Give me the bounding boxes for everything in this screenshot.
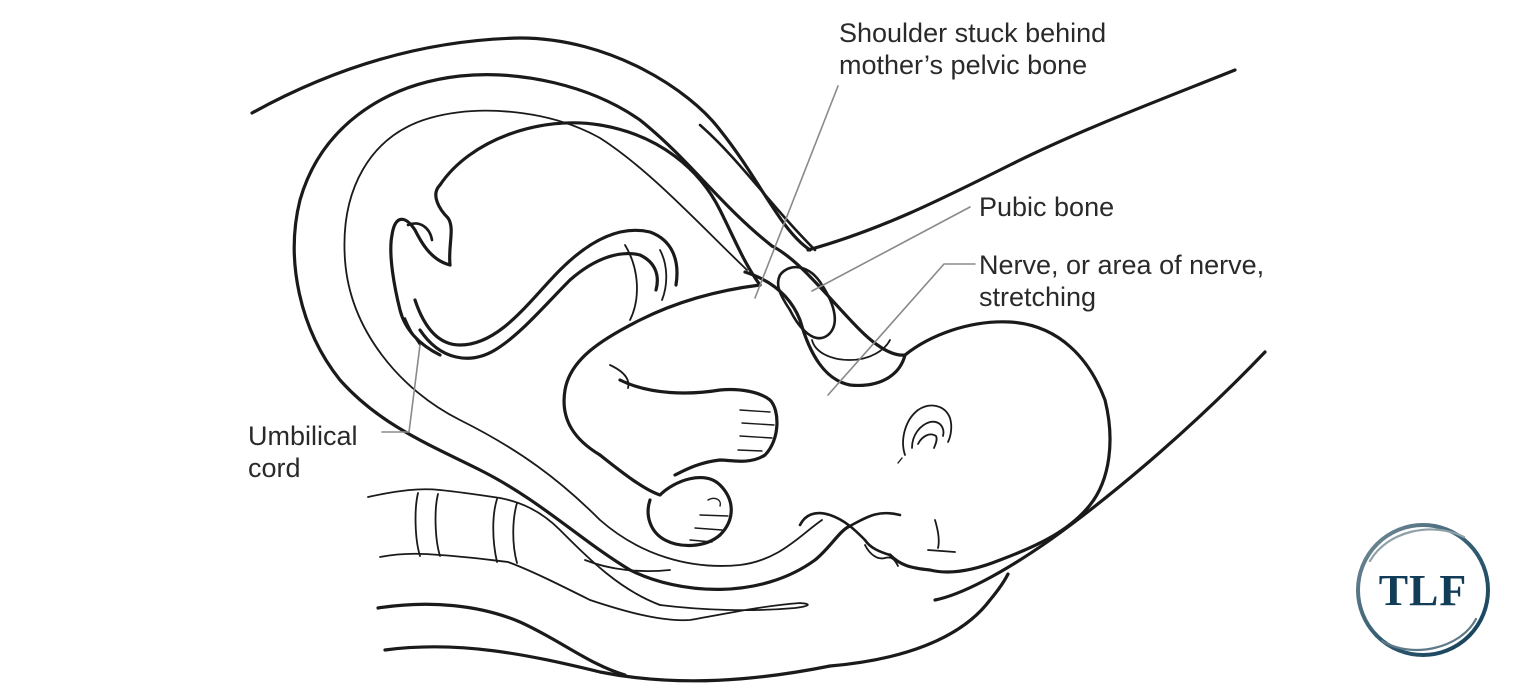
logo-ring-icon — [1356, 523, 1490, 657]
label-shoulder-line1: Shoulder stuck behind — [839, 18, 1107, 48]
label-nerve-line1: Nerve, or area of nerve, — [979, 250, 1265, 280]
label-cord-line2: cord — [248, 453, 301, 483]
leader-nerve — [827, 263, 976, 396]
label-nerve-line2: stretching — [979, 282, 1097, 312]
pubic-bone — [743, 244, 907, 388]
logo-text: TLF — [1378, 565, 1468, 615]
label-nerve-stretching: Nerve, or area of nerve, stretching — [979, 249, 1264, 313]
umbilical-cord — [404, 228, 679, 360]
label-pubic-bone: Pubic bone — [979, 191, 1114, 223]
leader-shoulder — [754, 85, 839, 299]
label-umbilical-cord: Umbilical cord — [248, 420, 358, 484]
leader-umbilical-cord — [381, 344, 421, 433]
mother-spine — [367, 488, 809, 622]
label-shoulder-stuck: Shoulder stuck behind mother’s pelvic bo… — [839, 17, 1106, 81]
tlf-logo: TLF — [1352, 519, 1494, 661]
label-shoulder-line2: mother’s pelvic bone — [839, 50, 1088, 80]
uterus-wall — [292, 73, 902, 591]
label-pubic-line1: Pubic bone — [979, 192, 1115, 222]
leader-lines — [381, 85, 976, 433]
label-cord-line1: Umbilical — [248, 421, 358, 451]
baby-head — [798, 320, 1112, 574]
leader-pubic-bone — [811, 206, 971, 292]
